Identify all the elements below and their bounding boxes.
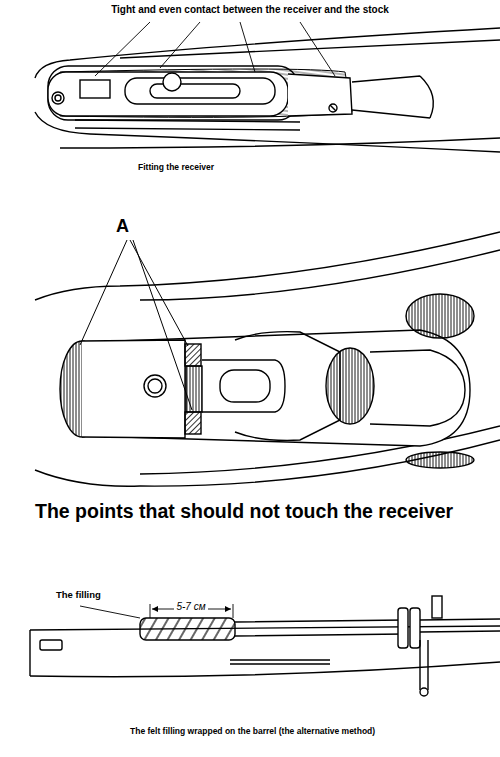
dimension-label: 5-7 см — [174, 601, 207, 613]
caption-label: Fitting the receiver — [138, 163, 214, 173]
note-label: Tight and even contact between the recei… — [111, 4, 389, 16]
callout-letter: A — [116, 216, 129, 237]
part-label: The filling — [56, 590, 101, 601]
heading-label: The points that should not touch the rec… — [35, 500, 453, 522]
caption-label: The felt filling wrapped on the barrel (… — [130, 727, 375, 737]
